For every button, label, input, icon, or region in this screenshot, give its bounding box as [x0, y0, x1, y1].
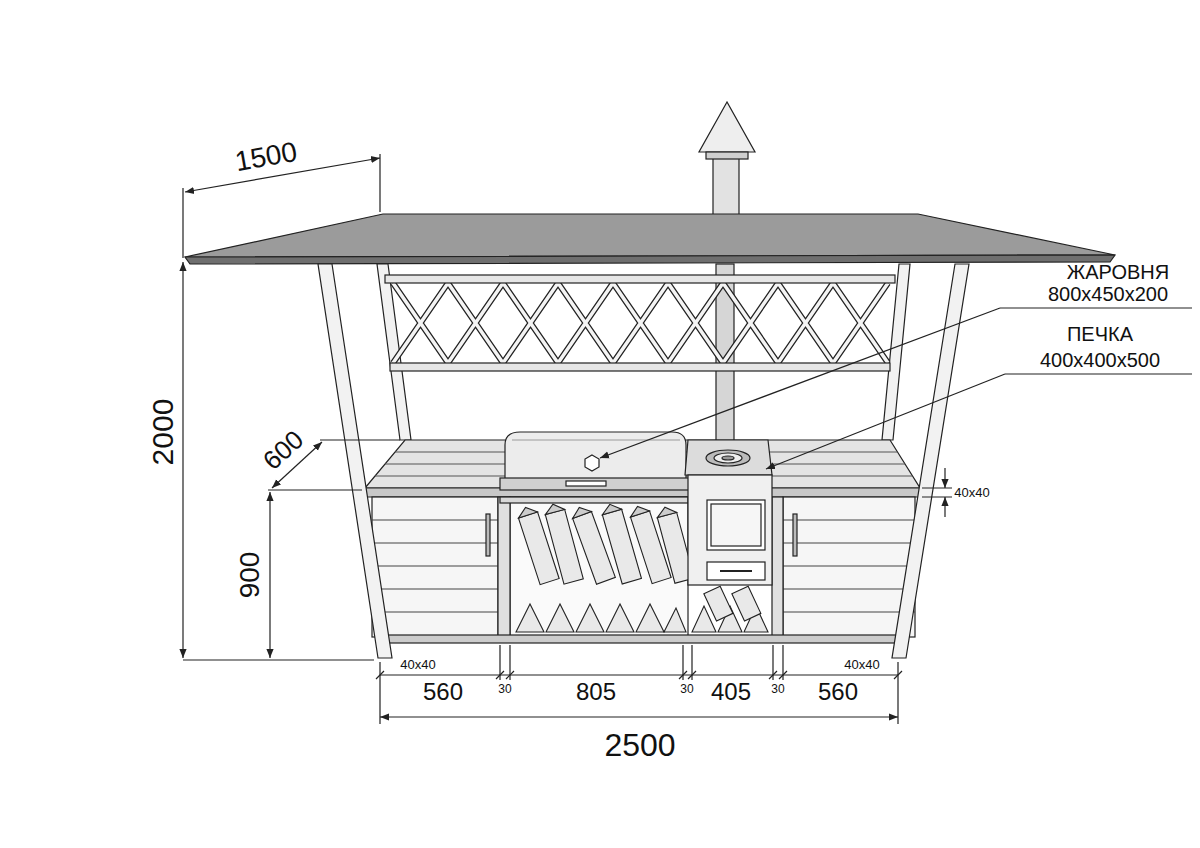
firewood: [543, 502, 564, 515]
front-posts: [318, 264, 969, 658]
dimension-lines: [944, 468, 945, 488]
dimension-label: 2500: [604, 729, 675, 761]
firewood: [732, 586, 761, 621]
back-posts: [377, 264, 910, 440]
stove: [685, 440, 772, 585]
firewood: [636, 604, 664, 632]
grill: [500, 478, 690, 490]
chimney: [699, 102, 755, 152]
cabinets: [772, 497, 783, 640]
cabinets: [793, 514, 797, 556]
cabinets: [372, 520, 498, 612]
dimension-lines: [380, 716, 898, 717]
dimension-label: 40x40: [400, 658, 435, 671]
cabinets: [372, 497, 498, 637]
dimension-label: 30: [771, 683, 784, 695]
dimension-label: 405: [711, 680, 751, 704]
cabinets: [372, 497, 915, 640]
stove: [720, 570, 752, 572]
stove: [707, 562, 765, 580]
dimension-label: 600: [258, 426, 308, 474]
trellis: [393, 283, 888, 363]
grill: [500, 432, 690, 503]
roof: [185, 214, 1115, 257]
stove: [711, 504, 761, 546]
callout-label: 800x450x200: [1048, 284, 1168, 304]
dimension-label: 40x40: [844, 658, 879, 671]
trellis: [390, 363, 890, 371]
stove: [722, 456, 734, 460]
leader-lines: [1005, 373, 1192, 374]
cabinets: [498, 497, 510, 640]
dimension-lines: [182, 262, 183, 658]
cabinets: [486, 514, 490, 556]
grill: [566, 481, 606, 486]
firewood: [606, 604, 634, 632]
dimension-lines: [944, 497, 945, 517]
firewood: [516, 502, 768, 632]
firewood: [704, 586, 733, 621]
firewood: [516, 604, 544, 632]
stove: [685, 440, 772, 475]
callout-label: ПЕЧКА: [1067, 324, 1133, 344]
dimension-label: 1500: [233, 138, 299, 176]
firewood: [655, 505, 676, 518]
dimension-lines: [376, 671, 902, 679]
firewood: [732, 586, 761, 621]
stove: [706, 450, 750, 466]
dimension-label: 2000: [148, 399, 178, 466]
chimney: [713, 152, 739, 215]
cabinets: [783, 520, 915, 612]
callout-label: ЖАРОВНЯ: [1067, 262, 1170, 282]
dimension-lines: [183, 154, 952, 724]
leader-lines: [600, 308, 1000, 458]
dimension-label: 30: [680, 683, 693, 695]
leader-lines: [600, 308, 1192, 469]
dimension-lines: [380, 645, 898, 724]
trellis: [393, 283, 888, 363]
dimension-label: 805: [576, 680, 616, 704]
front-posts: [892, 264, 969, 658]
dimension-label: 40x40: [954, 486, 989, 499]
dimension-lines: [269, 492, 270, 658]
back-posts: [377, 264, 411, 440]
trellis: [385, 275, 895, 283]
roof: [185, 255, 1115, 264]
stove: [688, 475, 772, 585]
base-frame: [378, 635, 905, 643]
dimension-label: 560: [818, 680, 858, 704]
stove: [714, 453, 742, 463]
leader-lines: [1000, 307, 1192, 308]
grill: [585, 455, 599, 471]
cabinets: [783, 497, 915, 637]
trellis: [385, 275, 895, 371]
dimension-label: 560: [423, 680, 463, 704]
front-posts: [318, 264, 392, 658]
firewood: [704, 586, 733, 621]
dimension-lines: [183, 154, 400, 660]
firewood: [570, 504, 592, 518]
callout-label: 400x400x500: [1040, 350, 1160, 370]
dimension-lines: [380, 674, 898, 675]
firewood: [576, 604, 604, 632]
roof: [185, 214, 1115, 264]
grill: [512, 439, 680, 440]
chimney: [699, 102, 755, 444]
chimney: [706, 152, 748, 159]
firewood: [516, 504, 537, 518]
dimension-label: 30: [498, 683, 511, 695]
firewood: [664, 608, 686, 632]
dimension-label: 900: [236, 552, 264, 599]
firewood: [628, 503, 649, 517]
firewood: [546, 604, 574, 632]
leader-lines: [766, 374, 1005, 469]
base-frame: [378, 635, 905, 643]
dimension-lines: [922, 488, 952, 497]
grill: [500, 497, 688, 503]
stove: [707, 500, 765, 550]
